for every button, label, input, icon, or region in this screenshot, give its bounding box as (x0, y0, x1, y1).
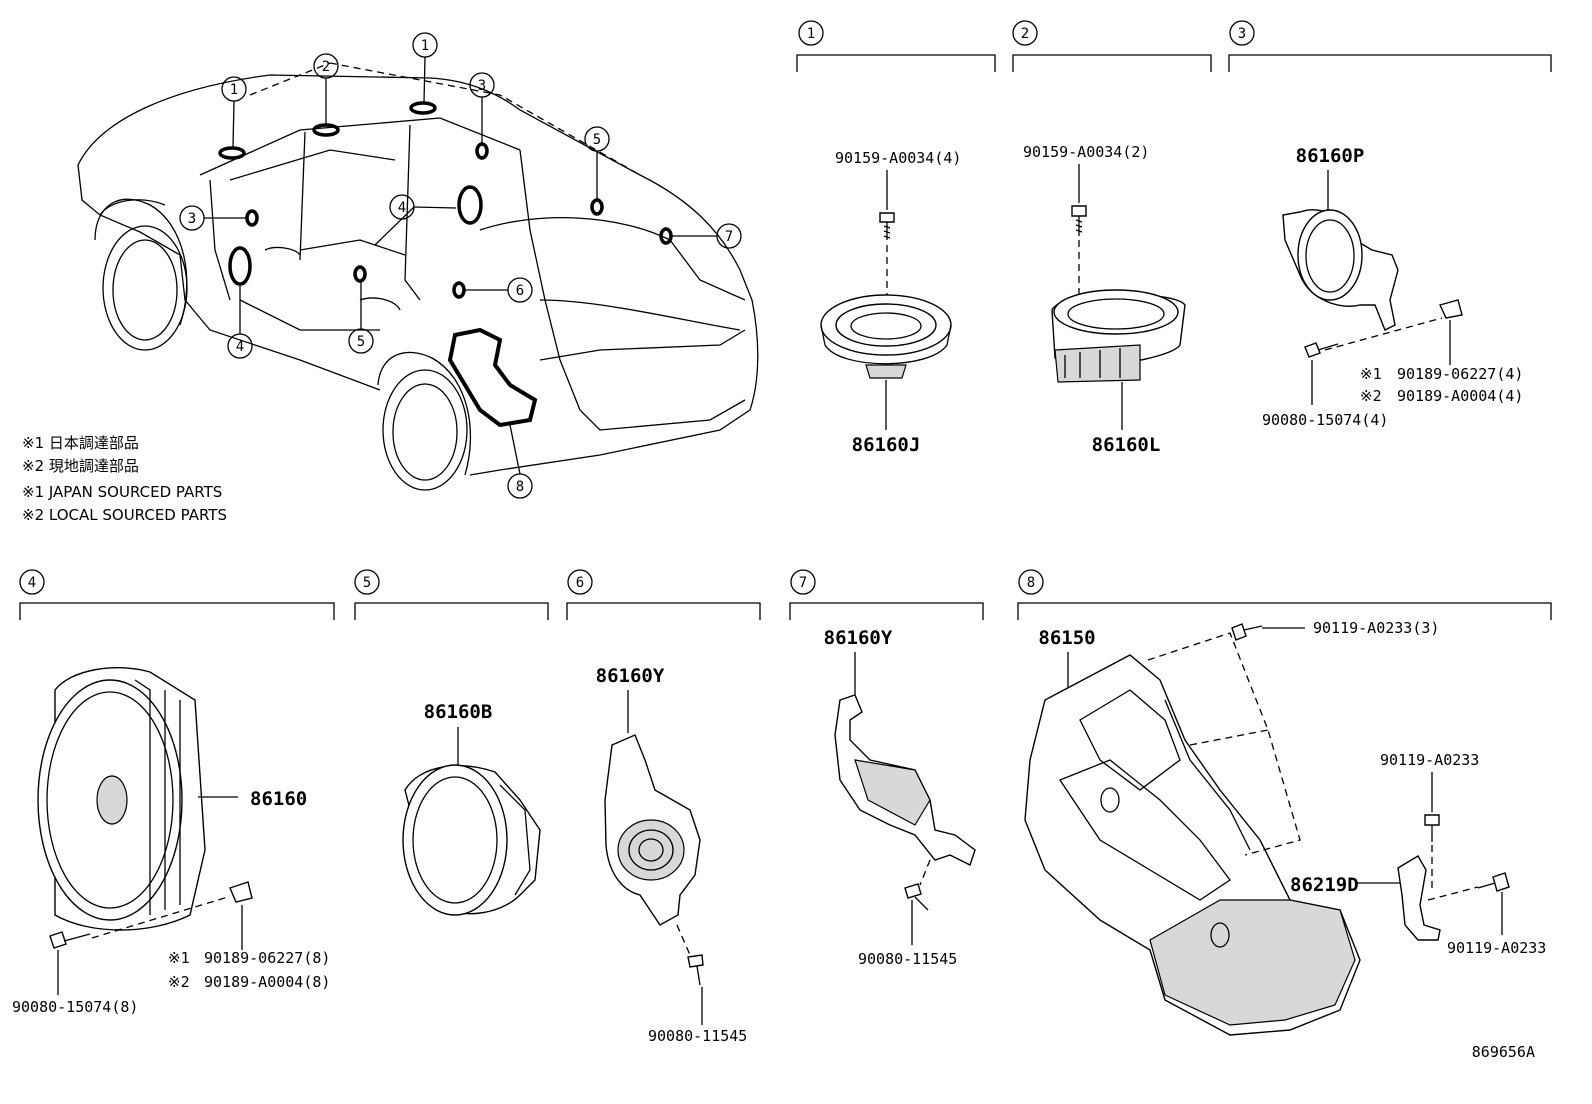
section-8: 8 86150 90119-A0233(3) 90119-A0233 (1017, 569, 1552, 1036)
car-callout-4b: 4 (389, 194, 415, 220)
section-8-bolt-top-label: 90119-A0233(3) (1313, 619, 1439, 637)
section-1-number: 1 (807, 26, 815, 42)
speaker-86160 (37, 667, 206, 931)
section-2-screw (1071, 205, 1087, 236)
car-callout-8-label: 8 (516, 479, 524, 495)
section-2-part-label: 86160L (1092, 434, 1161, 456)
section-4-clip2-mark: ※2 (168, 973, 190, 991)
section-4-number: 4 (28, 575, 36, 591)
section-1: 1 90159-A0034(4) 86160J (796, 20, 996, 456)
car-callout-3b: 3 (179, 205, 205, 231)
section-3-clip1-label: 90189-06227(4) (1397, 365, 1523, 383)
section-1-screw (879, 212, 895, 240)
section-6-number: 6 (576, 575, 584, 591)
speaker-86160L (1051, 289, 1186, 383)
section-7-screw-label: 90080-11545 (858, 950, 957, 968)
note-local-en: ※2 LOCAL SOURCED PARTS (22, 506, 227, 524)
section-1-screw-label: 90159-A0034(4) (835, 149, 961, 167)
section-4-part-label: 86160 (250, 788, 307, 810)
speaker-86160P (1282, 209, 1399, 331)
car-callout-4b-label: 4 (398, 200, 406, 216)
section-8-number: 8 (1027, 575, 1035, 591)
car-callout-4a-label: 4 (236, 339, 244, 355)
note-japan-jp: ※1 日本調達部品 (22, 434, 139, 452)
car-callout-2-label: 2 (322, 59, 330, 75)
section-3-clip2-mark: ※2 (1360, 387, 1382, 405)
section-3-number: 3 (1238, 26, 1246, 42)
section-4-clip (229, 881, 253, 903)
diagram-id: 869656A (1472, 1043, 1535, 1061)
car-callout-3b-label: 3 (188, 211, 196, 227)
note-japan-en: ※1 JAPAN SOURCED PARTS (22, 483, 222, 501)
section-3-bolt (1304, 342, 1339, 358)
section-8-bolt-right-label: 90119-A0233 (1447, 939, 1546, 957)
bracket-86219D (1397, 855, 1441, 941)
section-3-clip1-mark: ※1 (1360, 365, 1382, 383)
section-4-bolt-label: 90080-15074(8) (12, 998, 138, 1016)
section-4-clip2-label: 90189-A0004(8) (204, 973, 330, 991)
speaker-86160Y-a (604, 734, 701, 926)
car-callout-3a: 3 (469, 72, 495, 98)
section-7: 7 86160Y 90080-11545 (789, 569, 984, 968)
car-callout-5b-label: 5 (357, 334, 365, 350)
car-callout-3a-label: 3 (478, 78, 486, 94)
section-3: 3 86160P ※1 90189-06227(4) ※2 90189-A000… (1228, 20, 1552, 429)
car-callout-6-label: 6 (516, 283, 524, 299)
section-5-number: 5 (363, 575, 371, 591)
section-3-part-label: 86160P (1296, 145, 1365, 167)
section-7-screw (904, 883, 929, 911)
section-8-bracket-label: 86219D (1290, 874, 1359, 896)
car-callout-1a-label: 1 (230, 82, 238, 98)
car-callout-1b: 1 (412, 32, 438, 58)
section-8-bolt-right (1477, 872, 1510, 892)
section-1-part-label: 86160J (852, 434, 921, 456)
section-8-part-label: 86150 (1038, 627, 1095, 649)
car-callout-5a: 5 (584, 126, 610, 152)
section-5-part-label: 86160B (424, 701, 493, 723)
car-callout-7: 7 (716, 223, 742, 249)
subwoofer-86150 (1024, 654, 1361, 1036)
section-2-number: 2 (1021, 26, 1029, 42)
car-callout-5a-label: 5 (593, 132, 601, 148)
section-4-bolt (49, 931, 91, 949)
car-callouts: 1 2 1 3 3 4 4 5 5 6 7 8 (179, 32, 742, 499)
section-8-bolt-top (1231, 623, 1263, 641)
section-8-bolt-bracket (1424, 814, 1440, 842)
section-7-number: 7 (799, 575, 807, 591)
car-callout-1b-label: 1 (421, 38, 429, 54)
car-callout-7-label: 7 (725, 229, 733, 245)
car-callout-6: 6 (507, 277, 533, 303)
section-3-clip (1439, 299, 1463, 319)
car-callout-5b: 5 (348, 328, 374, 354)
car-callout-8: 8 (507, 473, 533, 499)
car-overview (77, 56, 759, 491)
section-4-clip1-mark: ※1 (168, 949, 190, 967)
section-6: 6 86160Y 90080-11545 (566, 569, 761, 1045)
sourcing-notes: ※1 日本調達部品 ※2 現地調達部品 ※1 JAPAN SOURCED PAR… (22, 434, 227, 524)
section-4-clip1-label: 90189-06227(8) (204, 949, 330, 967)
section-5: 5 86160B (354, 569, 549, 916)
section-6-part-label: 86160Y (596, 665, 665, 687)
section-2: 2 90159-A0034(2) 86160L (1012, 20, 1212, 456)
section-4: 4 86160 ※1 90189-06227(8) ※2 90189-A0004… (12, 569, 335, 1016)
section-3-bolt-label: 90080-15074(4) (1262, 411, 1388, 429)
car-callout-4a: 4 (227, 333, 253, 359)
note-local-jp: ※2 現地調達部品 (22, 457, 139, 475)
car-callout-2: 2 (313, 53, 339, 79)
section-3-clip2-label: 90189-A0004(4) (1397, 387, 1523, 405)
section-8-bolt-bracket-label: 90119-A0233 (1380, 751, 1479, 769)
speaker-86160Y-b (834, 694, 976, 866)
car-callout-1a: 1 (221, 76, 247, 102)
speaker-86160B (402, 764, 541, 916)
section-7-part-label: 86160Y (824, 627, 893, 649)
section-6-screw-label: 90080-11545 (648, 1027, 747, 1045)
section-6-screw (687, 954, 704, 986)
section-2-screw-label: 90159-A0034(2) (1023, 143, 1149, 161)
speaker-86160J (820, 294, 952, 379)
